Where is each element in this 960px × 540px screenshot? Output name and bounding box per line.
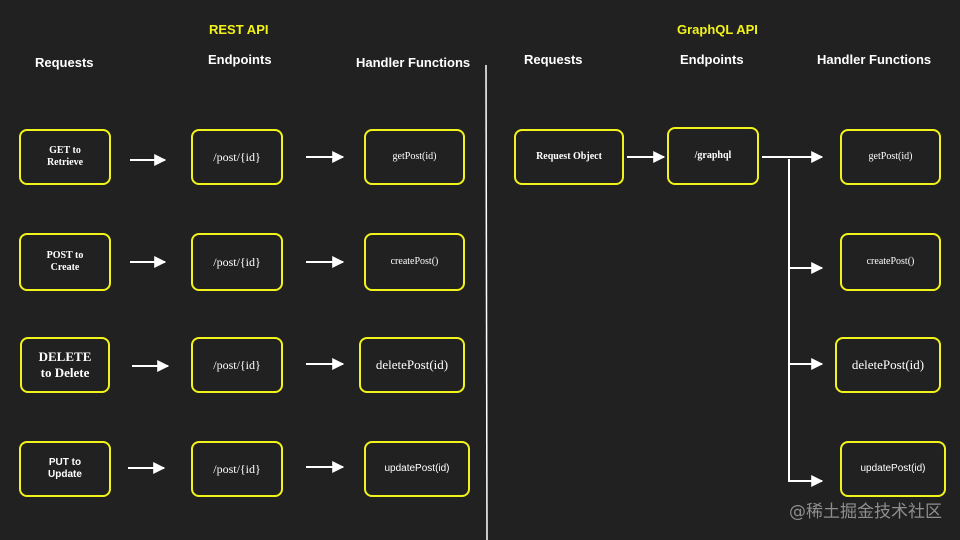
graphql-handler-update: updatePost(id) bbox=[840, 441, 946, 497]
rest-request-post: POST to Create bbox=[19, 233, 111, 291]
rest-handlers-header: Handler Functions bbox=[356, 55, 471, 70]
watermark-text: @稀土掘金技术社区 bbox=[789, 502, 942, 522]
rest-handler-put: updatePost(id) bbox=[364, 441, 470, 497]
rest-endpoint-post: /post/{id} bbox=[191, 233, 283, 291]
rest-api-title: REST API bbox=[209, 22, 269, 37]
rest-handler-delete: deletePost(id) bbox=[359, 337, 465, 393]
graphql-request-object: Request Object bbox=[514, 129, 624, 185]
rest-request-get: GET to Retrieve bbox=[19, 129, 111, 185]
rest-handler-get: getPost(id) bbox=[364, 129, 465, 185]
graphql-handlers-header: Handler Functions bbox=[817, 52, 932, 67]
graphql-endpoint: /graphql bbox=[667, 127, 759, 185]
graphql-api-title: GraphQL API bbox=[677, 22, 758, 37]
graphql-endpoints-header: Endpoints bbox=[680, 52, 744, 67]
graphql-handler-create: createPost() bbox=[840, 233, 941, 291]
rest-requests-header: Requests bbox=[35, 55, 94, 70]
rest-request-delete: DELETE to Delete bbox=[20, 337, 110, 393]
rest-endpoints-header: Endpoints bbox=[208, 52, 272, 67]
graphql-handler-delete: deletePost(id) bbox=[835, 337, 941, 393]
graphql-requests-header: Requests bbox=[524, 52, 583, 67]
rest-request-put: PUT to Update bbox=[19, 441, 111, 497]
rest-endpoint-put: /post/{id} bbox=[191, 441, 283, 497]
rest-endpoint-get: /post/{id} bbox=[191, 129, 283, 185]
rest-endpoint-delete: /post/{id} bbox=[191, 337, 283, 393]
graphql-handler-get: getPost(id) bbox=[840, 129, 941, 185]
section-divider bbox=[485, 64, 488, 540]
rest-handler-post: createPost() bbox=[364, 233, 465, 291]
